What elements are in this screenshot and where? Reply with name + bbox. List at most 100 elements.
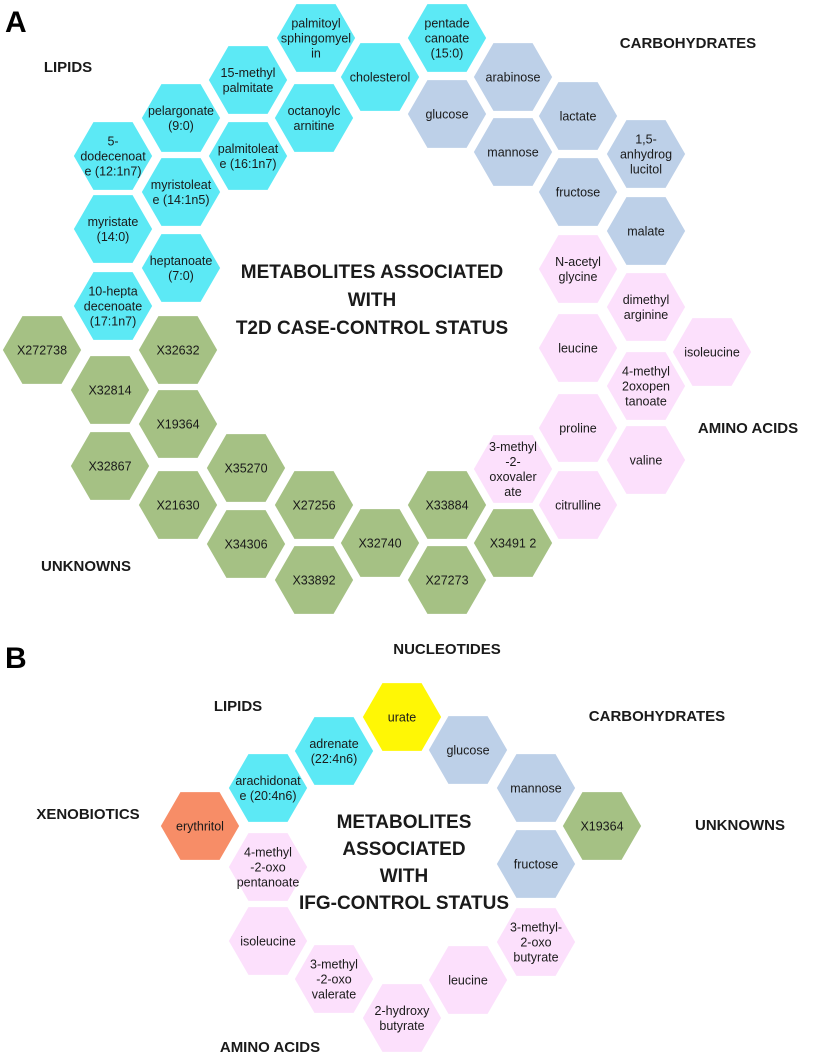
- hexagon-shape: [495, 752, 577, 824]
- metabolite-hexagon-x32814: X32814: [69, 354, 151, 426]
- metabolite-label: 15-methyl: [221, 66, 276, 80]
- metabolite-label: fructose: [556, 186, 601, 200]
- category-label-unknowns: UNKNOWNS: [695, 817, 785, 834]
- metabolite-hexagon-cholesterol: cholesterol: [339, 41, 421, 113]
- metabolite-label: (15:0): [431, 47, 464, 61]
- metabolite-hexagon-x34306: X34306: [205, 508, 287, 580]
- metabolite-label: anhydrog: [620, 148, 672, 162]
- metabolite-label: pentanoate: [237, 876, 300, 890]
- hexagon-shape: [227, 831, 309, 903]
- metabolite-label: mannose: [510, 782, 561, 796]
- metabolite-hexagon-pelargonate-9-0: pelargonate(9:0): [140, 82, 222, 154]
- metabolite-label: e (20:4n6): [240, 789, 297, 803]
- center-title-line: ASSOCIATED: [342, 839, 465, 860]
- hexagon-shape: [406, 2, 488, 74]
- hexagon-shape: [205, 508, 287, 580]
- hexagon-shape: [427, 714, 509, 786]
- hexagon-shape: [671, 316, 753, 388]
- metabolite-label: canoate: [425, 32, 470, 46]
- metabolite-label: mannose: [487, 146, 538, 160]
- center-title-line: METABOLITES: [337, 812, 472, 833]
- metabolite-label: oxovaler: [489, 470, 536, 484]
- metabolite-label: 5-: [107, 135, 118, 149]
- metabolite-hexagon-malate: malate: [605, 195, 687, 267]
- center-title-line: METABOLITES ASSOCIATED: [241, 262, 503, 283]
- metabolite-hexagon-leucine: leucine: [537, 312, 619, 384]
- metabolite-hexagon-x32867: X32867: [69, 430, 151, 502]
- metabolite-hexagon-adrenate-22-4n6: adrenate(22:4n6): [293, 715, 375, 787]
- metabolite-label: X32867: [88, 460, 131, 474]
- hexagon-shape: [227, 905, 309, 977]
- metabolite-label: octanoylc: [288, 104, 341, 118]
- category-label-amino-acids: AMINO ACIDS: [220, 1039, 320, 1056]
- category-label-lipids: LIPIDS: [44, 59, 92, 76]
- metabolite-hexagon-x27273: X27273: [406, 544, 488, 616]
- hexagon-shape: [605, 424, 687, 496]
- hexagon-shape: [495, 828, 577, 900]
- metabolite-hexagon-glucose: glucose: [427, 714, 509, 786]
- metabolite-hexagon-leucine: leucine: [427, 944, 509, 1016]
- hexagon-shape: [605, 271, 687, 343]
- metabolite-label: urate: [388, 711, 417, 725]
- center-title-line: WITH: [348, 290, 397, 311]
- metabolite-label: glycine: [559, 270, 598, 284]
- metabolite-hexagon-fructose: fructose: [537, 156, 619, 228]
- metabolite-label: e (12:1n7): [85, 165, 142, 179]
- metabolite-hexagon-isoleucine: isoleucine: [227, 905, 309, 977]
- category-label-amino-acids: AMINO ACIDS: [698, 420, 798, 437]
- metabolite-label: arabinose: [486, 71, 541, 85]
- hexagon-shape: [137, 469, 219, 541]
- metabolite-label: N-acetyl: [555, 255, 601, 269]
- metabolite-label: valine: [630, 454, 663, 468]
- metabolite-label: glucose: [425, 108, 468, 122]
- metabolite-hexagon-x32632: X32632: [137, 314, 219, 386]
- hexagon-shape: [472, 116, 554, 188]
- metabolite-label: X19364: [580, 820, 623, 834]
- metabolite-label: pentade: [424, 17, 469, 31]
- hexagon-shape: [361, 982, 443, 1054]
- metabolite-label: arachidonat: [235, 774, 301, 788]
- metabolite-label: (17:1n7): [90, 315, 137, 329]
- metabolite-hexagon-mannose: mannose: [495, 752, 577, 824]
- hexagon-shape: [406, 544, 488, 616]
- metabolite-label: malate: [627, 225, 665, 239]
- hexagon-shape: [339, 41, 421, 113]
- metabolite-label: lucitol: [630, 163, 662, 177]
- hexagon-shape: [495, 906, 577, 978]
- metabolite-hexagon-proline: proline: [537, 392, 619, 464]
- metabolite-label: fructose: [514, 858, 559, 872]
- category-label-carbohydrates: CARBOHYDRATES: [589, 708, 725, 725]
- hexagon-shape: [137, 388, 219, 460]
- category-label-xenobiotics: XENOBIOTICS: [36, 806, 139, 823]
- hexagon-shape: [406, 78, 488, 150]
- hexagon-shape: [275, 2, 357, 74]
- hexagon-shape: [159, 790, 241, 862]
- metabolite-label: X32632: [156, 344, 199, 358]
- metabolite-label: myristate: [88, 215, 139, 229]
- metabolite-label: -2-oxo: [316, 973, 351, 987]
- hexagon-shape: [273, 82, 355, 154]
- metabolite-label: arnitine: [294, 119, 335, 133]
- metabolite-label: decenoate: [84, 300, 142, 314]
- hexagon-shape: [472, 433, 554, 505]
- hexagon-shape: [72, 270, 154, 342]
- hexagon-shape: [537, 392, 619, 464]
- metabolite-label: X21630: [156, 499, 199, 513]
- metabolite-label: sphingomyel: [281, 32, 351, 46]
- hexagon-shape: [537, 233, 619, 305]
- metabolite-hexagon-glucose: glucose: [406, 78, 488, 150]
- metabolite-label: glucose: [446, 744, 489, 758]
- hexagon-shape: [1, 314, 83, 386]
- metabolite-label: (22:4n6): [311, 752, 358, 766]
- metabolite-label: isoleucine: [240, 935, 296, 949]
- metabolite-hexagon-arabinose: arabinose: [472, 41, 554, 113]
- hexagon-shape: [72, 120, 154, 192]
